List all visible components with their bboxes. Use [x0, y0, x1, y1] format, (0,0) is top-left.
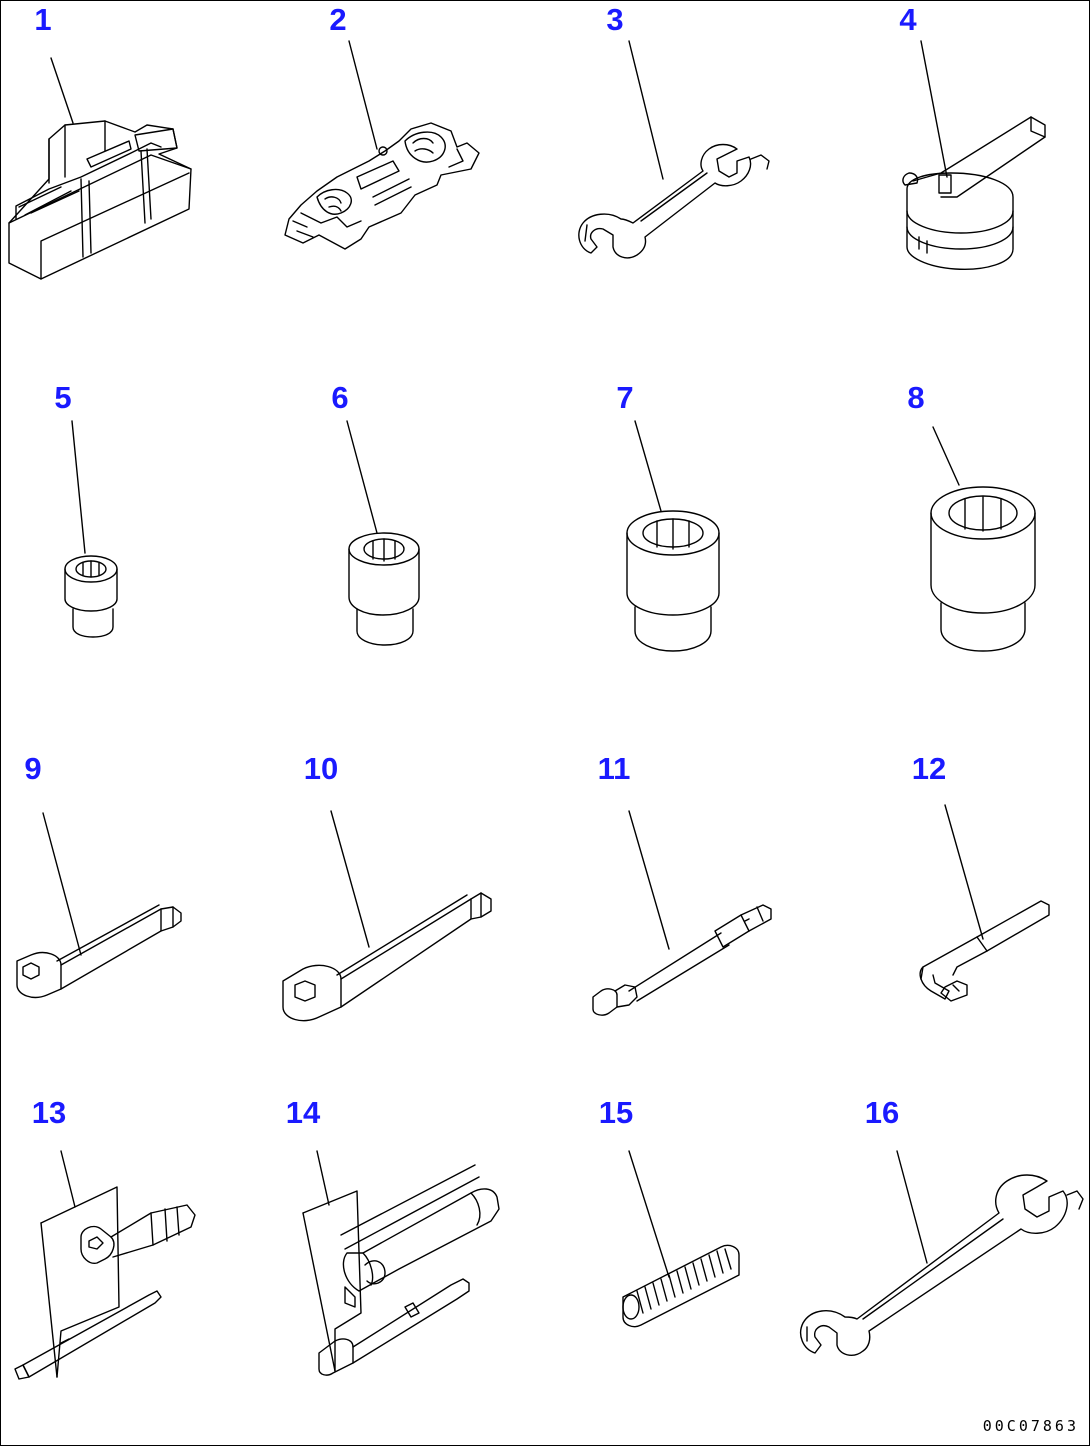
combination-wrench-icon [801, 1151, 1083, 1355]
callout-12: 12 [911, 751, 947, 786]
callout-11: 11 [597, 751, 631, 786]
box-wrench-bar-icon [283, 811, 491, 1021]
medium-socket-icon [347, 421, 419, 645]
grease-fitting-icon [623, 1151, 739, 1327]
callout-16: 16 [864, 1095, 900, 1130]
filter-wrench-icon [903, 41, 1045, 269]
small-socket-icon [65, 421, 117, 637]
pliers-set-icon [303, 1151, 499, 1375]
wrench-set-icon [285, 41, 479, 249]
callout-9: 9 [24, 751, 42, 786]
callout-7: 7 [616, 380, 634, 415]
drawing-code: 00C07863 [982, 1417, 1079, 1435]
callout-2: 2 [329, 2, 347, 37]
tool-bag-icon [9, 58, 191, 279]
callout-4: 4 [899, 2, 917, 37]
l-wrench-icon [920, 805, 1049, 1001]
callout-3: 3 [606, 2, 624, 37]
extra-large-socket-icon [931, 427, 1035, 651]
callout-5: 5 [54, 380, 72, 415]
callout-15: 15 [598, 1095, 634, 1130]
callout-10: 10 [303, 751, 339, 786]
screwdriver-set-icon [15, 1151, 195, 1379]
callout-8: 8 [907, 380, 925, 415]
callout-13: 13 [31, 1095, 67, 1130]
callout-1: 1 [34, 2, 52, 37]
open-end-wrench-icon [579, 41, 769, 258]
callout-6: 6 [331, 380, 349, 415]
extension-bar-icon [593, 811, 771, 1015]
large-socket-icon [627, 421, 719, 651]
callout-14: 14 [285, 1095, 321, 1130]
socket-handle-icon [17, 813, 181, 997]
